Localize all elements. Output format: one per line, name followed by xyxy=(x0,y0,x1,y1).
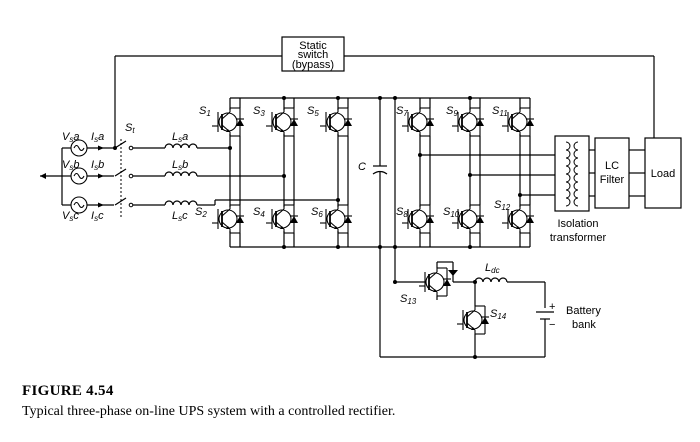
s4-label: S4 xyxy=(253,206,265,219)
s12-label: S12 xyxy=(494,199,511,212)
s9-label: S9 xyxy=(446,105,458,118)
lsa-label: Lsa xyxy=(172,131,188,144)
rectifier-bridge xyxy=(211,97,395,248)
isolation-transformer-label-1: Isolation xyxy=(558,218,599,230)
ups-circuit-diagram: Static switch (bypass) Vsa Vsb Vsc Isa I… xyxy=(40,36,682,359)
s1-label: S1 xyxy=(199,105,211,118)
load-box xyxy=(644,137,682,209)
lc-filter-box xyxy=(594,137,630,209)
static-switch-label-2: switch xyxy=(298,49,329,61)
s2-label: S2 xyxy=(195,206,207,219)
s5-label: S5 xyxy=(307,105,319,118)
figure-caption: FIGURE 4.54 Typical three-phase on-line … xyxy=(22,383,682,420)
s6-label: S6 xyxy=(311,206,323,219)
transfer-switch xyxy=(114,139,165,218)
s8-label: S8 xyxy=(396,206,408,219)
battery-minus: − xyxy=(549,319,555,331)
ib-label: Isb xyxy=(91,159,104,172)
line-inductors xyxy=(164,143,338,206)
dc-link-capacitor xyxy=(372,98,388,357)
va-label: Vsa xyxy=(62,131,79,144)
s11-label: S11 xyxy=(492,105,508,118)
isolation-transformer xyxy=(554,135,590,212)
lc-filter-label-1: LC xyxy=(605,160,619,172)
isolation-transformer-label-2: transformer xyxy=(550,232,607,244)
battery-plus: + xyxy=(549,301,555,313)
capacitor-label: C xyxy=(358,161,366,173)
lc-filter-label-2: Filter xyxy=(600,174,625,186)
st-label: St xyxy=(125,122,135,135)
s14-label: S14 xyxy=(490,308,507,321)
figure-caption-text: Typical three-phase on-line UPS system w… xyxy=(22,404,396,419)
s13-label: S13 xyxy=(400,293,417,306)
s3-label: S3 xyxy=(253,105,265,118)
s10-label: S10 xyxy=(443,206,460,219)
ac-sources xyxy=(40,139,114,214)
static-switch-box xyxy=(281,36,345,72)
inverter-bridge xyxy=(394,97,555,282)
battery-label-2: bank xyxy=(572,319,596,331)
load-label: Load xyxy=(651,168,675,180)
ic-label: Isc xyxy=(91,210,104,223)
figure-number: FIGURE 4.54 xyxy=(22,383,114,399)
lsb-label: Lsb xyxy=(172,159,188,172)
vb-label: Vsb xyxy=(62,159,79,172)
static-switch-label-1: Static xyxy=(299,40,327,52)
vc-label: Vsc xyxy=(62,210,79,223)
static-switch-label-3: (bypass) xyxy=(292,59,334,71)
ldc-label: Ldc xyxy=(485,262,500,275)
battery-converter xyxy=(380,261,554,358)
s7-label: S7 xyxy=(396,105,408,118)
battery-label-1: Battery xyxy=(566,305,601,317)
ia-label: Isa xyxy=(91,131,104,144)
lsc-label: Lsc xyxy=(172,210,188,223)
